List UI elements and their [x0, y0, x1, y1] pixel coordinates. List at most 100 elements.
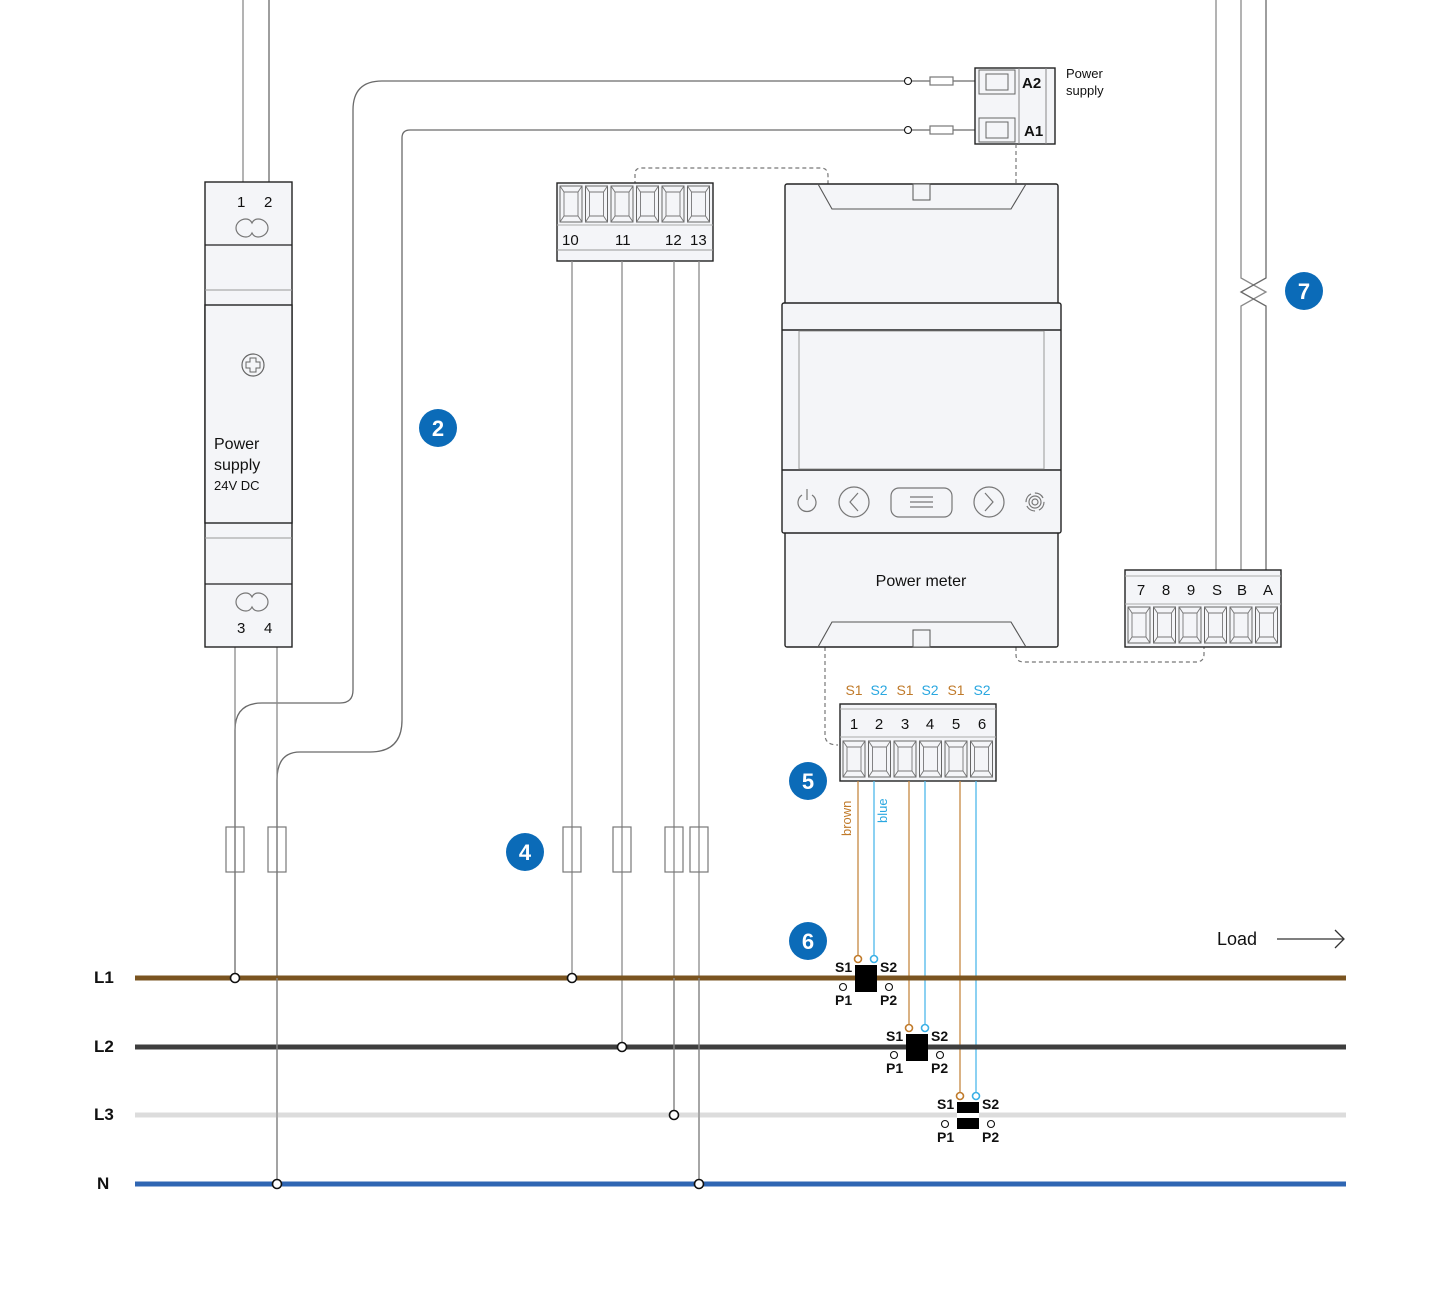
ct-label-s2: S2	[880, 959, 897, 975]
meter-display	[798, 330, 1045, 470]
terminal-label-12: 12	[665, 232, 682, 249]
screw-terminal-inner	[1255, 606, 1278, 644]
terminal-label-10: 10	[562, 232, 579, 249]
dashed-link-meter-rs485	[1015, 647, 1205, 663]
step-badge-7: 7	[1285, 272, 1323, 310]
ct-label-s2: S2	[982, 1096, 999, 1112]
screw-terminal-inner	[944, 740, 968, 778]
screw-terminal-inner	[661, 185, 685, 223]
screw-terminal-cell	[1153, 606, 1176, 644]
terminal-label-2: 2	[875, 716, 883, 733]
psu-terminal-4: 4	[264, 620, 272, 637]
terminal-label-11: 11	[615, 232, 631, 249]
dashed-link-meter-ct-block	[824, 647, 839, 746]
menu-icon[interactable]	[890, 487, 953, 518]
fuse-voltage-10	[562, 826, 582, 873]
terminal-label-1: 1	[850, 716, 858, 733]
screw-terminal-inner	[687, 185, 710, 223]
meter-label: Power meter	[876, 573, 967, 590]
ct-s2-point	[971, 1091, 981, 1101]
terminal-label-6: 6	[978, 716, 986, 733]
signal-label-s2: S2	[870, 682, 887, 698]
junction-node	[668, 1109, 680, 1121]
relay-label-line2: supply	[1066, 83, 1104, 98]
bus-label-l2: L2	[94, 1037, 114, 1056]
ct-p1-point	[940, 1119, 950, 1129]
bus-label-l3: L3	[94, 1105, 114, 1124]
current-transformer-l3: S1 S2 P1 P2	[937, 1091, 999, 1145]
meter-top-clip	[817, 183, 1027, 210]
signal-label-s2: S2	[921, 682, 938, 698]
screw-terminal-inner	[1229, 606, 1253, 644]
fuse-psu-4	[267, 826, 287, 873]
screw-terminal-cell	[1204, 606, 1227, 644]
terminal-label-a2: A2	[1022, 75, 1041, 92]
power-meter: Power meter	[781, 183, 1062, 648]
ct-s1-point	[904, 1023, 914, 1033]
screw-terminal-inner	[985, 121, 1009, 139]
ct-core	[906, 1034, 928, 1061]
psu-title-line1: Power	[214, 436, 260, 453]
terminal-label-5: 5	[952, 716, 960, 733]
fuse-voltage-13	[689, 826, 709, 873]
ct-label-p1: P1	[937, 1129, 954, 1145]
psu-terminal-1: 1	[237, 194, 245, 211]
screw-terminal-inner	[585, 185, 608, 223]
ct-s2-point	[920, 1023, 930, 1033]
psu-terminal-3: 3	[237, 620, 245, 637]
badge-number: 4	[519, 840, 532, 865]
adjust-screw-icon	[241, 353, 265, 377]
meter-top-latch	[912, 183, 931, 201]
screw-terminal-cell	[868, 740, 891, 778]
ct-label-p2: P2	[880, 992, 897, 1008]
screw-terminal-cell	[842, 740, 866, 778]
screw-terminal-inner	[1204, 606, 1227, 644]
chevron-right-icon[interactable]	[973, 486, 1005, 518]
screw-terminal-cell	[636, 185, 659, 223]
terminal-label-8: 8	[1162, 582, 1170, 599]
terminal-label-9: 9	[1187, 582, 1195, 599]
badge-number: 5	[802, 769, 814, 794]
power-supply-module: 1 2 3 4 Power supply 24V DC	[204, 181, 293, 648]
load-label: Load	[1217, 929, 1257, 949]
terminal-point	[903, 76, 913, 86]
signal-label-s1: S1	[896, 682, 913, 698]
ct-label-p2: P2	[931, 1060, 948, 1076]
step-badge-6: 6	[789, 922, 827, 960]
screw-terminal-cell	[610, 185, 634, 223]
screw-terminal-inner	[610, 185, 634, 223]
power-icon[interactable]	[797, 489, 817, 513]
badge-number: 7	[1298, 279, 1310, 304]
screw-terminal-cell	[661, 185, 685, 223]
screw-terminal-cell	[1229, 606, 1253, 644]
ct-label-s1: S1	[937, 1096, 954, 1112]
junction-node	[616, 1041, 628, 1053]
ct-p2-point	[884, 982, 894, 992]
meter-bottom-latch	[912, 629, 931, 648]
fuse	[929, 125, 954, 135]
ct-p2-point	[935, 1050, 945, 1060]
relay-terminal-block: A2 A1 Power supply	[974, 66, 1104, 145]
bus-label-l1: L1	[94, 968, 114, 987]
rs485-terminal-block: 7 8 9 S B A	[1124, 569, 1282, 648]
current-transformer-l2: S1 S2 P1 P2	[886, 1023, 948, 1076]
arrow-right-icon	[1277, 929, 1345, 949]
terminal-label-4: 4	[926, 716, 934, 733]
ct-label-s1: S1	[886, 1028, 903, 1044]
screw-terminal-cell	[1127, 606, 1151, 644]
ct-s1-point	[955, 1091, 965, 1101]
chevron-left-icon[interactable]	[838, 486, 870, 518]
terminal-label-b: B	[1237, 582, 1247, 599]
screw-terminal-inner	[868, 740, 891, 778]
ct-gap	[957, 1113, 979, 1118]
signal-icon[interactable]	[1025, 492, 1045, 512]
ct-label-p2: P2	[982, 1129, 999, 1145]
relay-label-line1: Power	[1066, 66, 1104, 81]
screw-terminal-cell	[944, 740, 968, 778]
screw-terminal-inner	[842, 740, 866, 778]
terminal-point	[903, 125, 913, 135]
badge-number: 6	[802, 929, 814, 954]
ct-core	[855, 965, 877, 992]
signal-label-s1: S1	[947, 682, 964, 698]
screw-terminal-cell	[559, 185, 583, 223]
